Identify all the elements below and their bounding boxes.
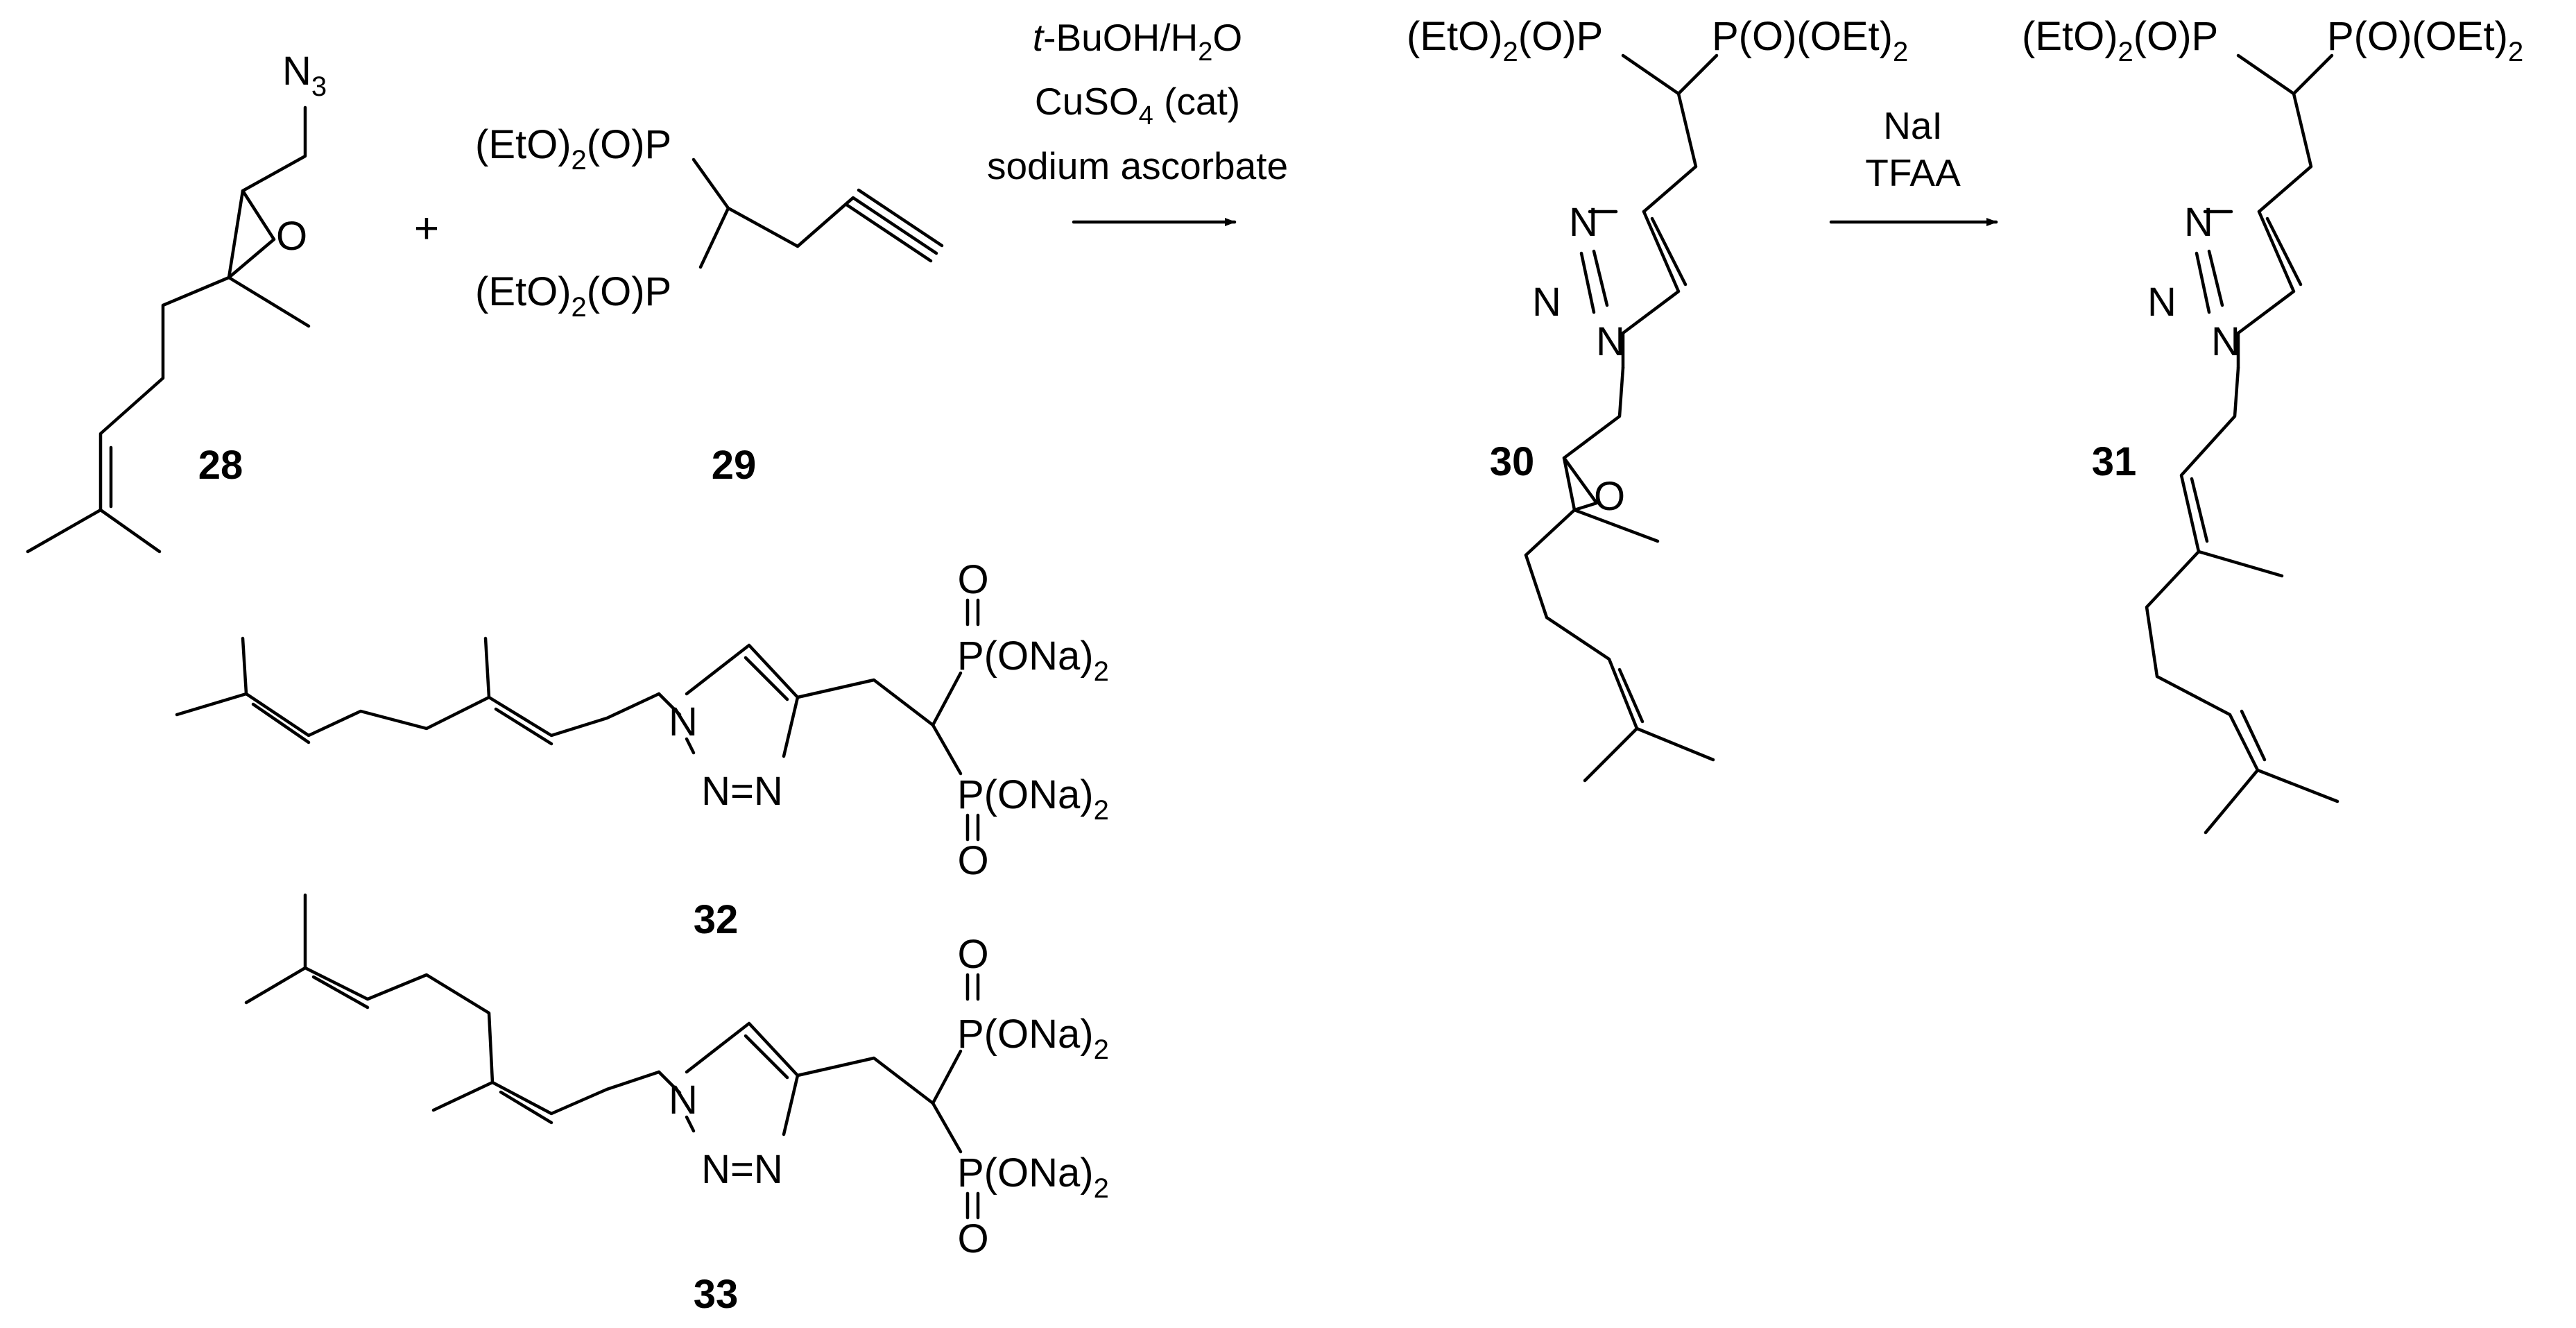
phosphonate-upper-32: P(ONa)2 [957, 633, 1109, 687]
compound-32: O P(ONa)2 P(ONa)2 O N N=N 32 [175, 557, 1109, 942]
step2-reagent-tfaa: TFAA [1865, 151, 1961, 194]
epoxide-o-28: O [276, 214, 307, 259]
epoxide-o-30: O [1594, 474, 1625, 519]
compound-33: O P(ONa)2 P(ONa)2 O N N=N 33 [244, 893, 1109, 1317]
plus-sign: + [414, 205, 439, 253]
phosphonate-lower-32: P(ONa)2 [957, 772, 1109, 826]
triazole-n-mid-31: N [2147, 280, 2176, 325]
compound-label-31: 31 [2092, 439, 2137, 484]
phosphonate-lower-29: (EtO)2(O)P [475, 269, 671, 323]
oxo-upper-32: O [957, 557, 988, 602]
compound-label-32: 32 [694, 897, 739, 942]
step1-conditions: t-BuOH/H2O CuSO4 (cat) sodium ascorbate [987, 16, 1288, 187]
oxo-lower-33: O [957, 1216, 988, 1261]
triazole-n-ring-31: N [2211, 319, 2240, 364]
compound-31: (EtO)2(O)P P(O)(OEt)2 N N N 31 [2022, 14, 2523, 835]
compound-28: N3 O 28 [26, 49, 327, 554]
phosphonate-left-31: (EtO)2(O)P [2022, 14, 2218, 67]
phosphonate-upper-33: P(ONa)2 [957, 1012, 1109, 1065]
step1-catalyst: CuSO4 (cat) [1035, 80, 1240, 130]
step2-reagent-nai: NaI [1883, 104, 1943, 147]
triazole-n-top-31: N [2184, 200, 2213, 245]
phosphonate-right-31: P(O)(OEt)2 [2327, 14, 2523, 67]
step1-solvent: t-BuOH/H2O [1033, 16, 1242, 67]
azide-label-28: N3 [282, 49, 327, 102]
triazole-n-bottom-32: N=N [701, 769, 783, 814]
compound-label-33: 33 [694, 1272, 739, 1317]
compound-29: (EtO)2(O)P (EtO)2(O)P 29 [475, 122, 944, 488]
compound-label-28: 28 [198, 443, 243, 488]
compound-label-30: 30 [1490, 439, 1535, 484]
step2-conditions: NaI TFAA [1865, 104, 1961, 194]
triazole-n-ring-33: N [669, 1078, 698, 1123]
triazole-n-bottom-33: N=N [701, 1147, 783, 1192]
oxo-upper-33: O [957, 932, 988, 977]
triazole-n-mid-30: N [1532, 280, 1561, 325]
triazole-n-ring-32: N [669, 699, 698, 744]
triazole-n-ring-30: N [1596, 319, 1625, 364]
compound-30: (EtO)2(O)P P(O)(OEt)2 N N N O 30 [1407, 14, 1908, 783]
phosphonate-upper-29: (EtO)2(O)P [475, 122, 671, 176]
step1-reductant: sodium ascorbate [987, 144, 1288, 187]
phosphonate-right-30: P(O)(OEt)2 [1712, 14, 1908, 67]
oxo-lower-32: O [957, 838, 988, 883]
triazole-n-top-30: N [1569, 200, 1598, 245]
phosphonate-lower-33: P(ONa)2 [957, 1150, 1109, 1204]
phosphonate-left-30: (EtO)2(O)P [1407, 14, 1603, 67]
compound-label-29: 29 [712, 443, 757, 488]
